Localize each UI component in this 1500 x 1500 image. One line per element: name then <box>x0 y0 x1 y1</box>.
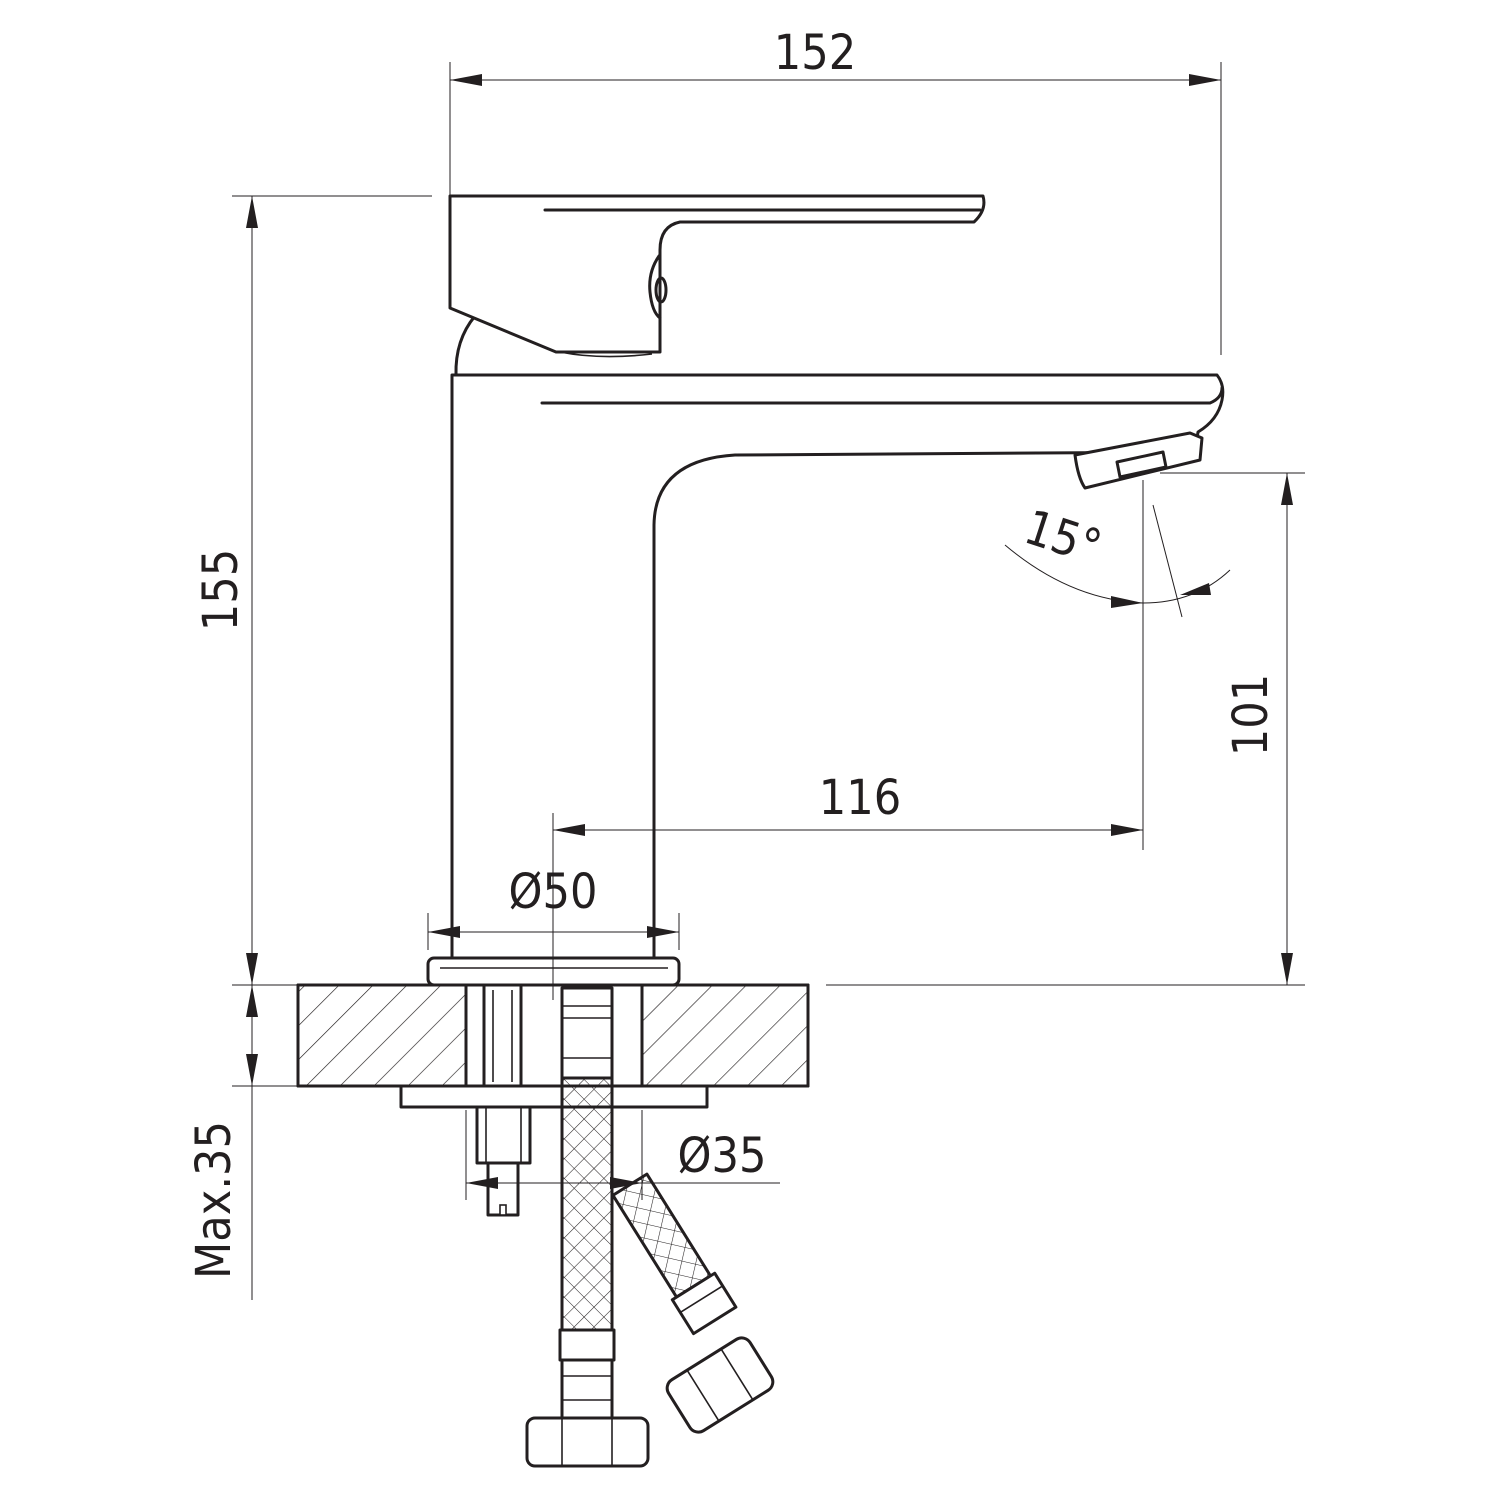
dim-label-d50: Ø50 <box>509 864 598 920</box>
mounting-nut <box>475 1105 532 1165</box>
dim-label-max35: Max.35 <box>186 1121 242 1279</box>
hose-nut <box>525 1416 650 1468</box>
countertop-section <box>296 983 810 1088</box>
dim-spout-height: 101 <box>826 472 1305 986</box>
dim-overall-height: 155 <box>193 195 432 985</box>
dim-label-101: 101 <box>1223 674 1279 756</box>
dim-label-d35: Ø35 <box>678 1128 767 1184</box>
dim-spout-angle: 15° <box>1004 499 1231 618</box>
mounting-hardware <box>399 983 775 1468</box>
mounting-plate <box>399 1084 709 1109</box>
dim-label-152: 152 <box>774 25 856 81</box>
dim-overall-width: 152 <box>449 25 1222 355</box>
dim-base-diameter: Ø50 <box>427 864 680 1000</box>
lever-handle <box>448 194 986 354</box>
column-spout-outline <box>450 373 1225 960</box>
dim-spout-reach: 116 <box>552 480 1144 958</box>
dim-hole-diameter: Ø35 <box>465 1110 780 1200</box>
dim-max-counter: Max.35 <box>186 984 298 1300</box>
dim-label-155: 155 <box>193 549 249 631</box>
dim-label-116: 116 <box>819 770 901 826</box>
